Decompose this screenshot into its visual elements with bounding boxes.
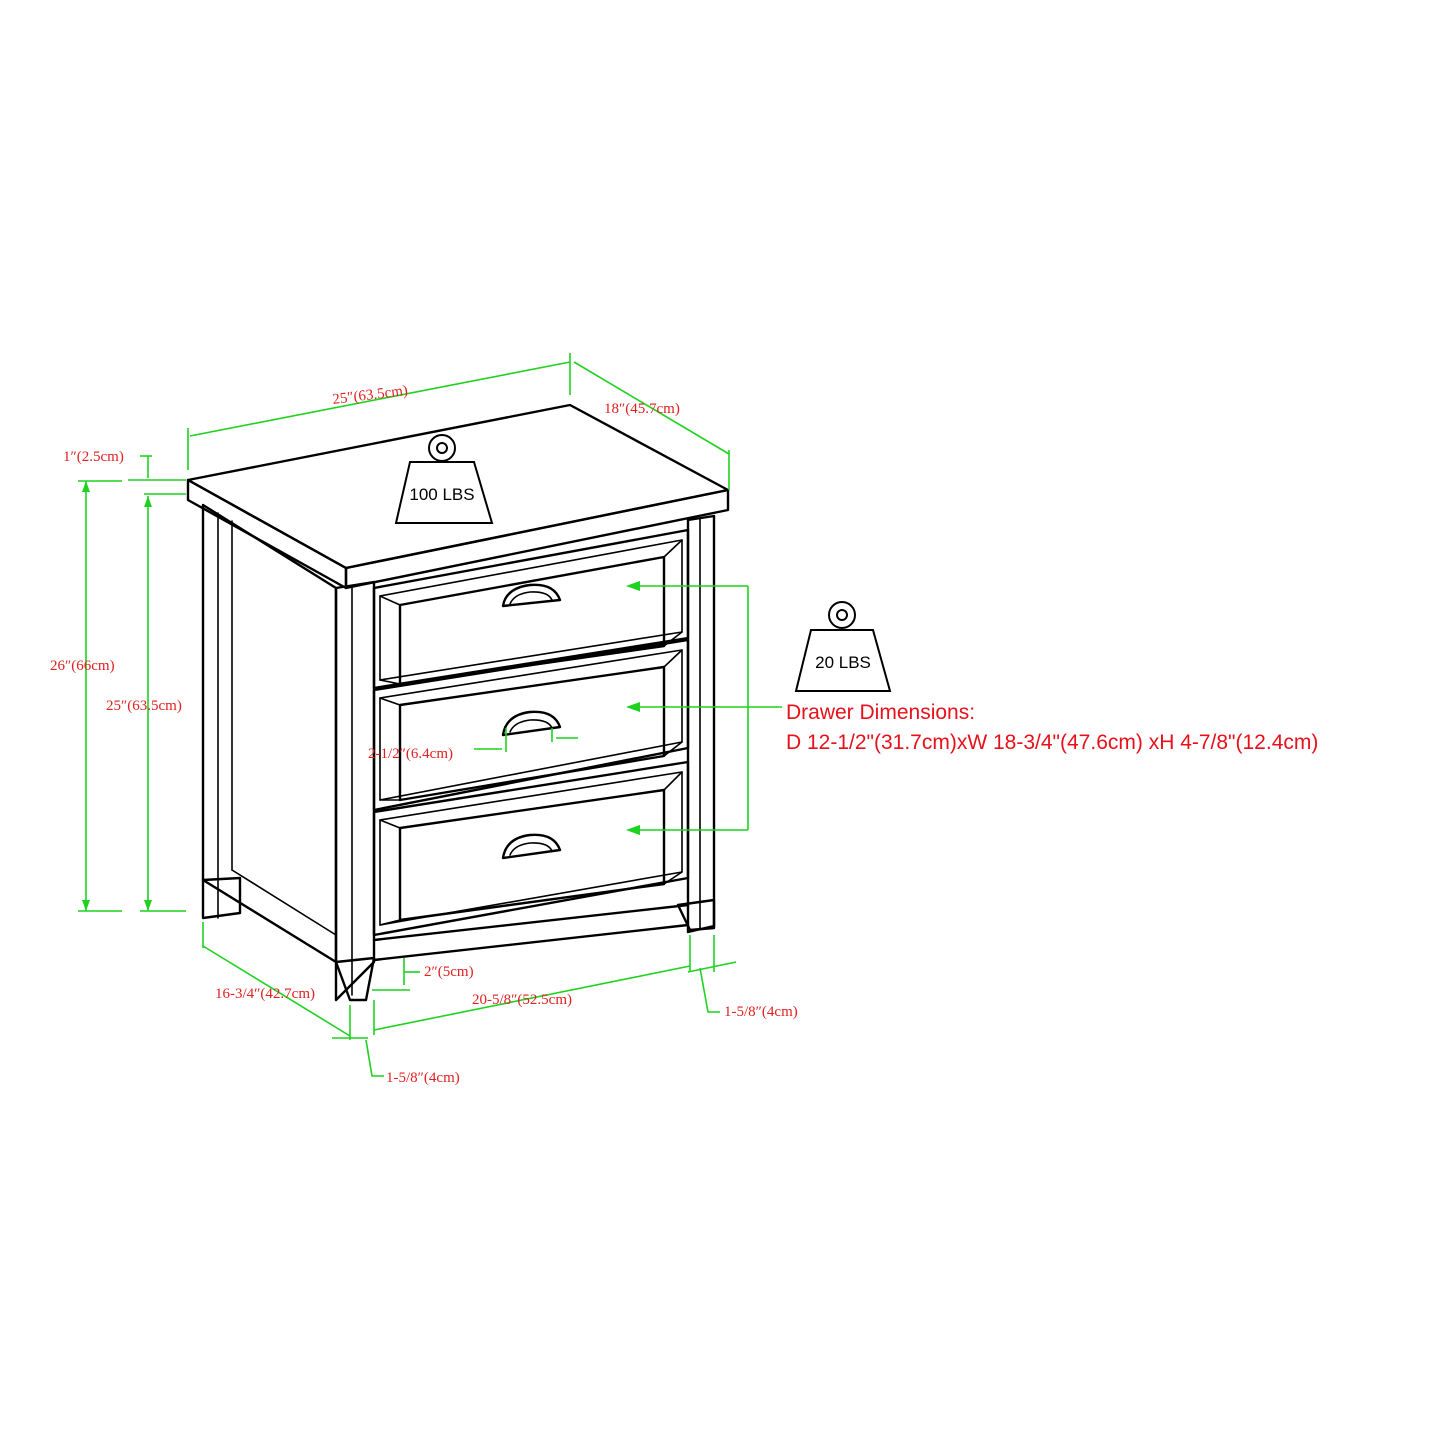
leg-width-front-label: 1-5/8″(4cm): [386, 1070, 460, 1086]
nightstand-drawing: [186, 403, 730, 1002]
front-left-leg: [334, 956, 376, 1002]
top-thickness-label: 1″(2.5cm): [63, 449, 124, 465]
depth-top-label: 18″(45.7cm): [604, 401, 680, 417]
handle-width-label: 2-1/2″(6.4cm): [368, 746, 453, 762]
dimension-labels: 25″(63.5cm) 18″(45.7cm) 1″(2.5cm) 26″(66…: [50, 383, 798, 1086]
drawer-3: [372, 760, 690, 937]
dimension-lines: [78, 353, 782, 1077]
leg-width-right-label: 1-5/8″(4cm): [724, 1004, 798, 1020]
drawer-2: [372, 638, 690, 812]
drawer-3-handle: [501, 833, 562, 860]
side-depth-label: 16-3/4″(42.7cm): [215, 986, 315, 1002]
tabletop-front-edge: [186, 478, 348, 590]
body-height-label: 25″(63.5cm): [106, 698, 182, 714]
left-back-leg: [201, 876, 242, 920]
front-right-post: [686, 514, 716, 934]
leg-height-label: 2″(5cm): [424, 964, 474, 980]
top-weight-icon: 100 LBS: [394, 434, 494, 524]
drawer-dimensions-note: Drawer Dimensions: D 12-1/2"(31.7cm)xW 1…: [786, 701, 1318, 754]
top-weight-label: 100 LBS: [409, 485, 474, 504]
width-top-label: 25″(63.5cm): [332, 383, 409, 408]
drawer-weight-icon: 20 LBS: [794, 601, 892, 692]
tabletop-right-edge: [344, 488, 730, 590]
drawer-note-title: Drawer Dimensions:: [786, 701, 975, 724]
drawer-2-handle: [501, 710, 562, 737]
drawer-weight-label: 20 LBS: [815, 653, 871, 672]
total-height-label: 26″(66cm): [50, 658, 115, 674]
inner-width-label: 20-5/8″(52.5cm): [472, 992, 572, 1008]
drawer-1-handle: [501, 583, 562, 608]
front-left-post: [334, 580, 376, 1002]
front-right-leg: [676, 898, 716, 932]
drawer-note-detail: D 12-1/2"(31.7cm)xW 18-3/4"(47.6cm) xH 4…: [786, 731, 1318, 754]
